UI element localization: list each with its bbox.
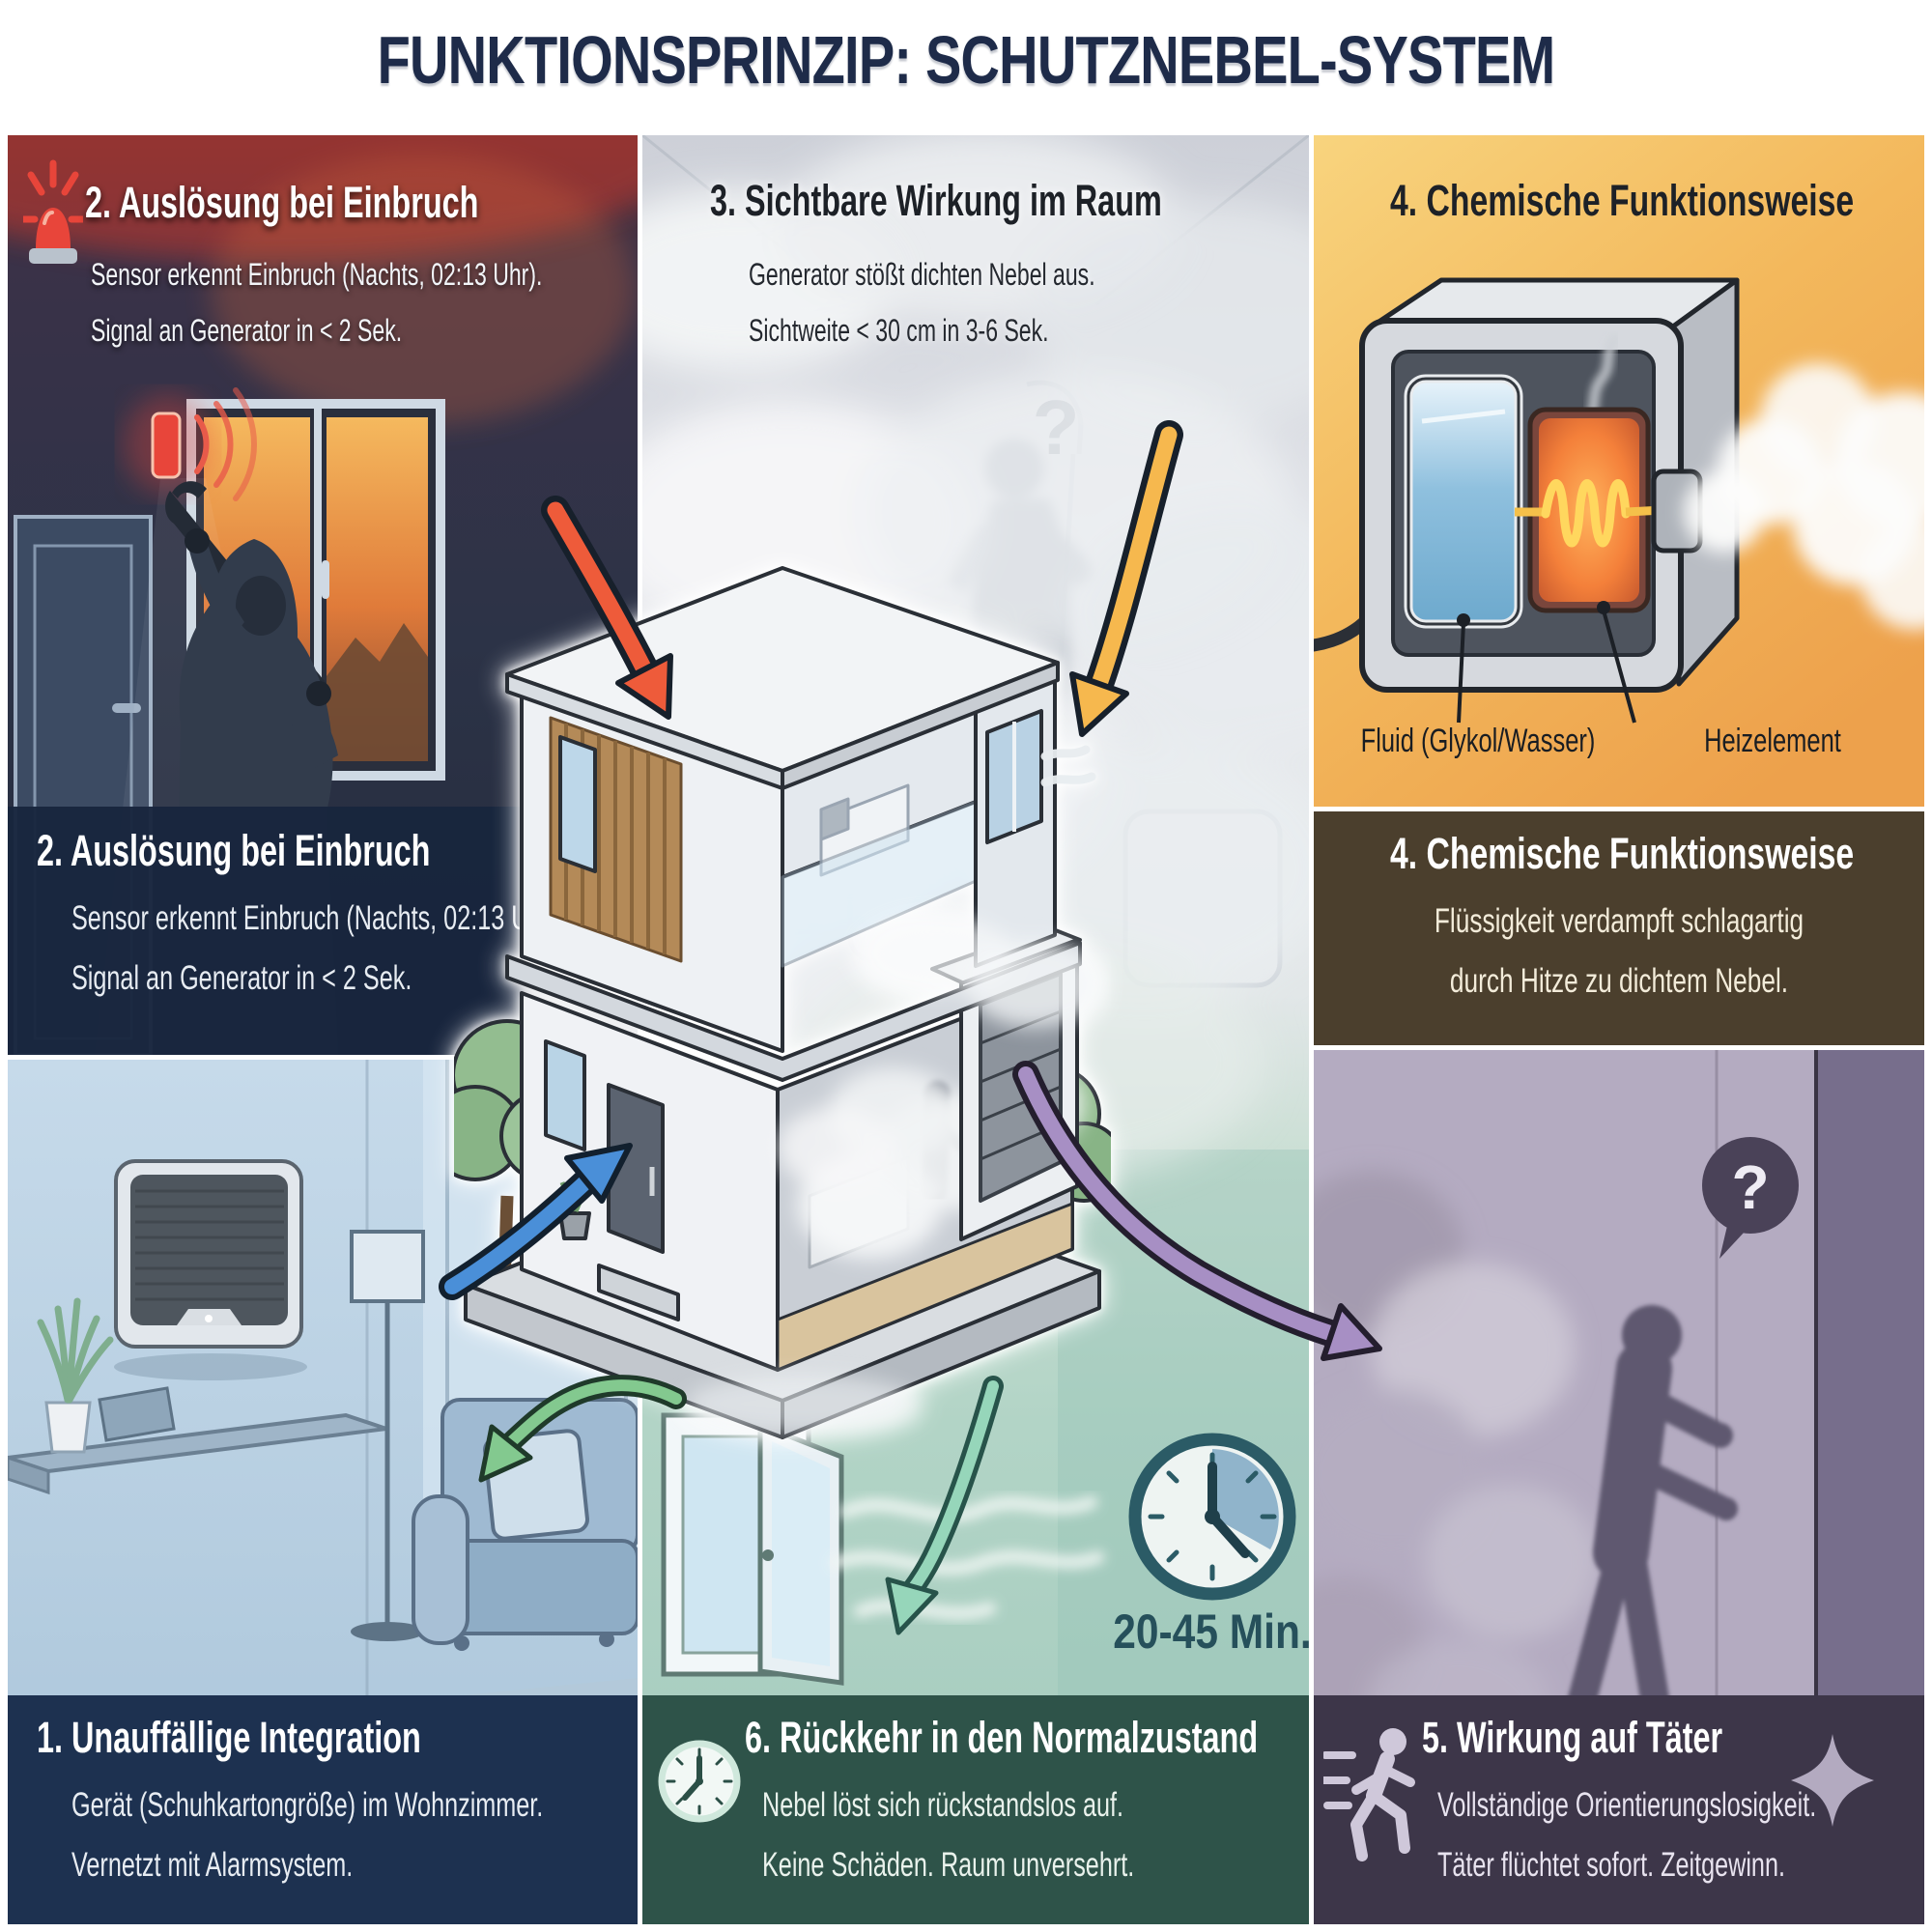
step3-heading: 3. Sichtbare Wirkung im Raum bbox=[710, 176, 1162, 225]
step1-line2: Vernetzt mit Alarmsystem. bbox=[71, 1846, 354, 1884]
heating-chamber bbox=[1515, 407, 1664, 613]
step2-caption-line1: Sensor erkennt Einbruch (Nachts, 02:13 U… bbox=[71, 899, 566, 937]
step6-heading: 6. Rückkehr in den Normalzustand bbox=[745, 1713, 1259, 1762]
step5-line1: Vollständige Orientierungslosigkeit. bbox=[1437, 1786, 1817, 1824]
interior-fog bbox=[778, 1058, 1084, 1259]
panel-effect-intruder: ? 5. Wirkung auf Täter bbox=[1314, 1050, 1924, 1924]
step6-line2: Keine Schäden. Raum unversehrt. bbox=[762, 1846, 1135, 1884]
open-window bbox=[661, 1412, 844, 1686]
front-door bbox=[607, 1083, 665, 1254]
step3-line1: Generator stößt dichten Nebel aus. bbox=[749, 257, 1095, 292]
step6-caption: 6. Rückkehr in den Normalzustand Nebel l… bbox=[642, 1695, 1309, 1924]
alarm-sensor-icon bbox=[124, 387, 258, 501]
question-bubble: ? bbox=[1702, 1137, 1799, 1259]
step2-caption-line2: Signal an Generator in < 2 Sek. bbox=[71, 959, 412, 997]
step3-line2: Sichtweite < 30 cm in 3-6 Sek. bbox=[749, 313, 1049, 348]
step5-caption: 5. Wirkung auf Täter Vollständige Orient… bbox=[1314, 1695, 1924, 1924]
step2-caption-heading: 2. Auslösung bei Einbruch bbox=[37, 826, 431, 875]
step1-line1: Gerät (Schuhkartongröße) im Wohnzimmer. bbox=[71, 1786, 544, 1824]
siren-icon bbox=[23, 159, 83, 264]
fog-generator-device bbox=[114, 1159, 307, 1380]
house-cutaway-illustration bbox=[454, 529, 1111, 1459]
question-mark-bubble: ? bbox=[1731, 1152, 1769, 1222]
shelf bbox=[8, 1297, 387, 1495]
step5-heading: 5. Wirkung auf Täter bbox=[1422, 1713, 1723, 1762]
step1-heading: 1. Unauffällige Integration bbox=[37, 1713, 421, 1762]
fluid-label: Fluid (Glykol/Wasser) bbox=[1360, 723, 1596, 759]
sparkle-icon bbox=[1791, 1734, 1874, 1827]
step4-caption-heading: 4. Chemische Funktionsweise bbox=[1390, 829, 1855, 878]
ambient-fog bbox=[686, 916, 1101, 1433]
step5-line2: Täter flüchtet sofort. Zeitgewinn. bbox=[1437, 1846, 1785, 1884]
step4-caption-line1: Flüssigkeit verdampft schlagartig bbox=[1434, 902, 1804, 940]
clock-icon bbox=[1128, 1433, 1296, 1601]
escaping-fog-wisps bbox=[1040, 745, 1096, 787]
fog-generator-diagram bbox=[1314, 135, 1924, 807]
potted-plant bbox=[37, 1297, 114, 1404]
wood-slat-panel bbox=[549, 716, 683, 963]
fog-jet bbox=[1684, 363, 1924, 630]
clock-icon bbox=[658, 1740, 741, 1823]
running-person-icon bbox=[1323, 1728, 1415, 1861]
page-title: FUNKTIONSPRINZIP: SCHUTZNEBEL-SYSTEM bbox=[377, 22, 1556, 98]
panel-chemistry: 4. Chemische Funktionsweise Fluid (Glyko… bbox=[1314, 135, 1924, 807]
step4-caption-line2: durch Hitze zu dichtem Nebel. bbox=[1449, 962, 1789, 1000]
step6-line1: Nebel löst sich rückstandslos auf. bbox=[762, 1786, 1123, 1824]
heater-label: Heizelement bbox=[1704, 723, 1841, 759]
step2-scene-heading: 2. Auslösung bei Einbruch bbox=[85, 178, 479, 227]
floor-lamp bbox=[350, 1230, 425, 1641]
duration-label: 20-45 Min. bbox=[1113, 1605, 1309, 1659]
step4-caption: 4. Chemische Funktionsweise Flüssigkeit … bbox=[1314, 811, 1924, 1045]
step4-heading: 4. Chemische Funktionsweise bbox=[1390, 176, 1855, 225]
step2-scene-line1: Sensor erkennt Einbruch (Nachts, 02:13 U… bbox=[91, 257, 543, 292]
step2-scene-line2: Signal an Generator in < 2 Sek. bbox=[91, 313, 403, 348]
callout-lines bbox=[1457, 610, 1636, 724]
fluid-tank bbox=[1404, 374, 1523, 629]
step1-caption: 1. Unauffällige Integration Gerät (Schuh… bbox=[8, 1695, 638, 1924]
